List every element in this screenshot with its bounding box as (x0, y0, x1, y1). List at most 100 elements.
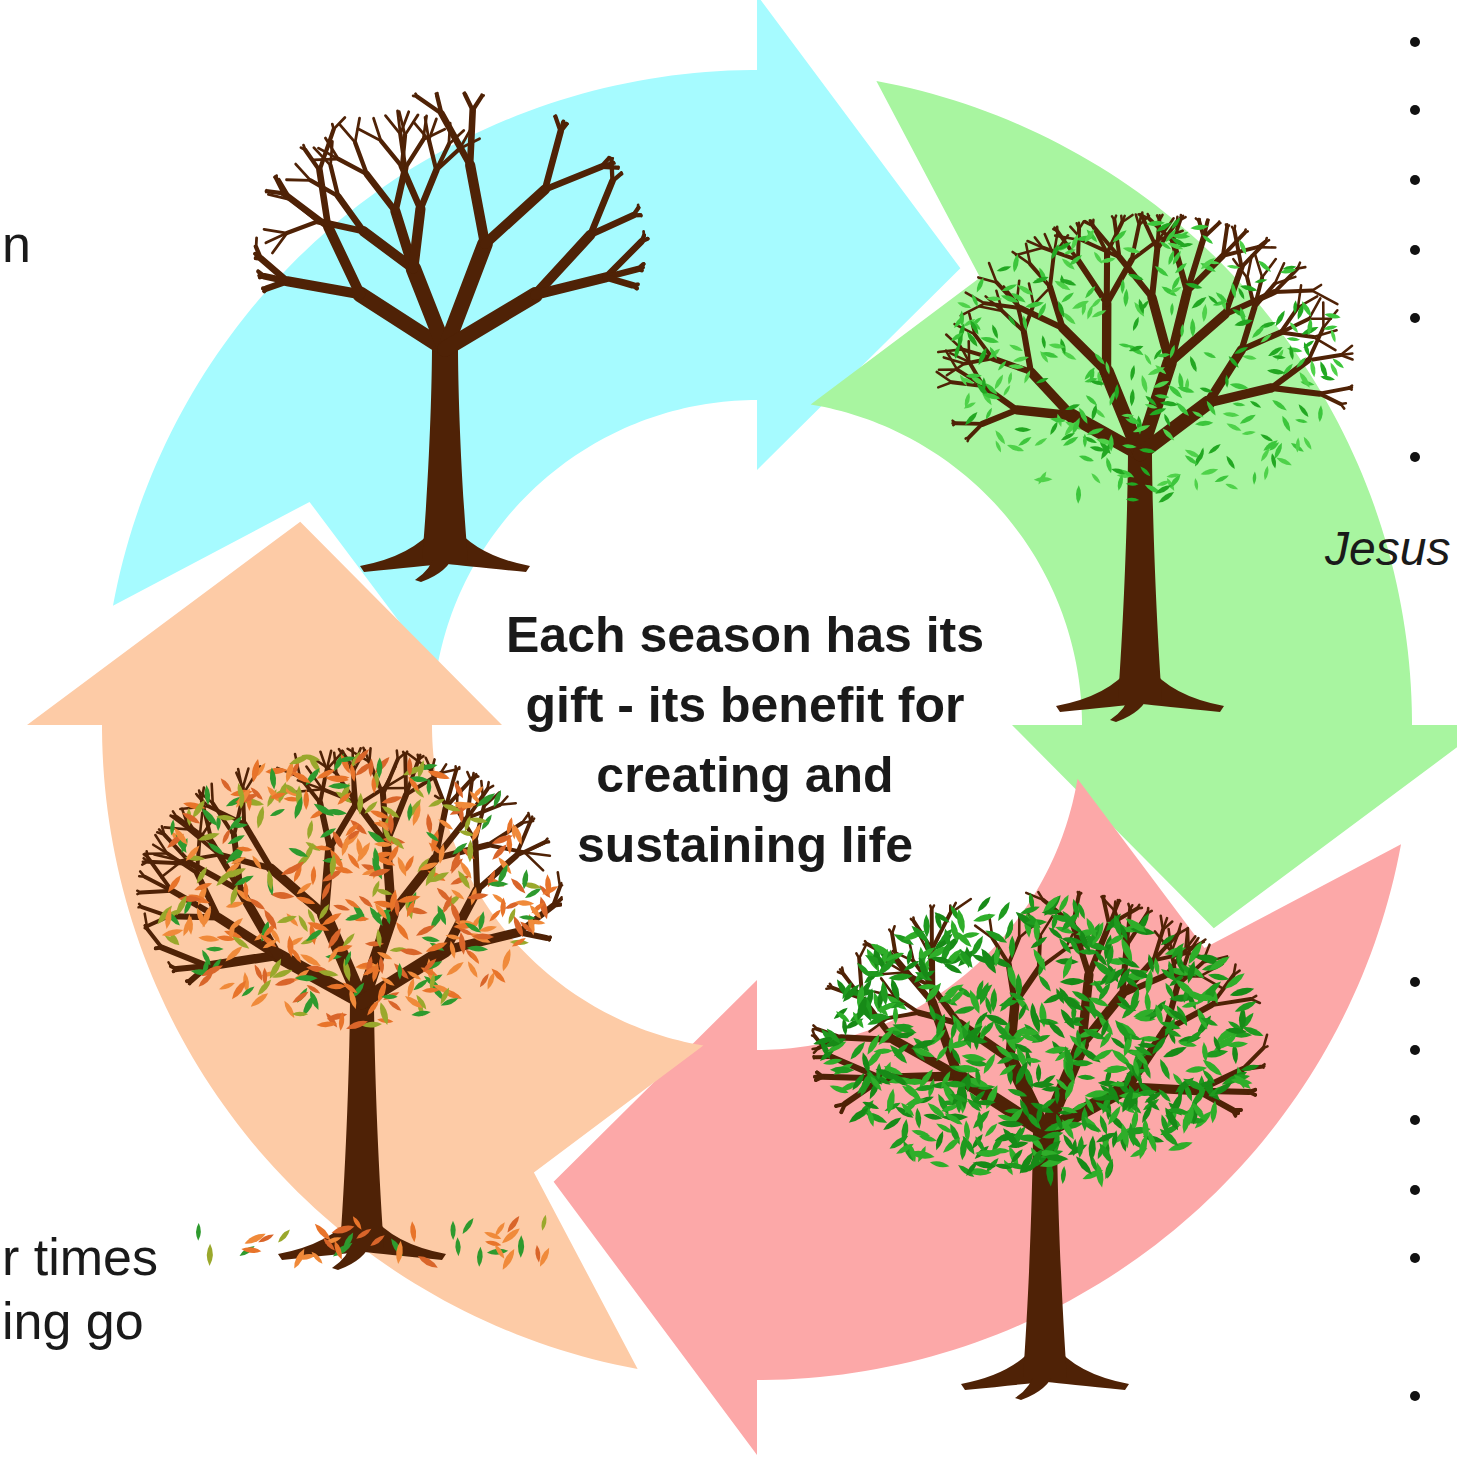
tree-leaf (1144, 403, 1158, 410)
tree-leaf (929, 1159, 950, 1168)
tree-branch (212, 784, 213, 803)
tree-branch (1198, 219, 1201, 221)
tree-leaf (1077, 1074, 1096, 1080)
tree-leaf (1156, 353, 1170, 359)
tree-branch (441, 113, 470, 165)
tree-leaf (998, 1062, 1018, 1078)
tree-leaf (448, 901, 463, 925)
tree-leaf (1274, 309, 1287, 327)
tree-leaf (893, 1005, 898, 1024)
tree-leaf (983, 1122, 999, 1139)
tree-branch (1247, 256, 1251, 278)
tree-leaf (469, 816, 488, 824)
tree-leaf (1295, 418, 1308, 424)
tree-branch (480, 95, 483, 97)
tree-leaf (1062, 435, 1080, 448)
tree-branch (640, 214, 641, 217)
tree-branch (560, 883, 561, 887)
tree-branch (606, 277, 633, 285)
tree-leaf (467, 892, 489, 901)
tree-leaf (825, 1027, 843, 1046)
tree-branch (621, 173, 623, 176)
tree-leaf (509, 876, 528, 895)
tree-branch (1018, 917, 1021, 938)
tree-branch (172, 970, 175, 973)
tree-leaf (1025, 300, 1045, 309)
tree-leaf (914, 1107, 922, 1129)
tree-leaf (1161, 427, 1176, 442)
tree-leaf (968, 319, 980, 335)
tree-branch (989, 263, 997, 282)
tree-leaf (1050, 417, 1066, 423)
tree-leaf (375, 980, 388, 1004)
tree-branch (137, 891, 141, 893)
tree-leaf (867, 1013, 892, 1021)
tree-branch (1249, 1092, 1255, 1095)
tree-leaf (1240, 1063, 1260, 1073)
tree-branch (859, 945, 866, 958)
tree-branch (1275, 277, 1296, 284)
tree-leaf (1297, 403, 1310, 418)
tree-branch (470, 110, 473, 165)
tree-branch (1038, 892, 1043, 900)
tree-branch (617, 166, 619, 170)
tree-leaf (306, 908, 317, 925)
tree-leaf (997, 360, 1008, 372)
tree-leaf (1170, 275, 1182, 291)
tree-leaf (1199, 1015, 1219, 1028)
tree-branch (813, 1025, 817, 1029)
tree-branch (966, 437, 970, 438)
tree-leaf (1169, 941, 1186, 960)
tree-leaf (1195, 420, 1214, 427)
tree-branch (612, 158, 613, 160)
tree-leaf (269, 807, 286, 818)
tree-branch (566, 123, 568, 126)
tree-leaf (371, 776, 377, 793)
tree-leaf (1300, 300, 1313, 318)
tree-leaf (1181, 1000, 1199, 1009)
tree-branch (640, 214, 641, 218)
tree-leaf (1318, 360, 1329, 379)
tree-leaf (965, 374, 981, 379)
tree-leaf (1095, 1130, 1118, 1145)
tree-leaf (181, 915, 194, 937)
tree-branch (1254, 1093, 1257, 1096)
tree-branch (815, 1071, 818, 1074)
tree-leaf (1185, 960, 1197, 984)
tree-leaf (1176, 1079, 1187, 1099)
tree-leaf (1166, 383, 1184, 400)
tree-branch (255, 238, 258, 247)
tree-leaf (1137, 298, 1146, 315)
tree-branch (1233, 226, 1236, 231)
tree-branch (814, 1056, 816, 1060)
tree-branch (275, 176, 278, 179)
tree-leaf (997, 1113, 1016, 1123)
tree-leaf (930, 955, 952, 965)
tree-leaf (993, 429, 1007, 446)
tree-branch (1263, 1046, 1267, 1048)
tree-leaf (1144, 969, 1155, 996)
tree-leaf (1009, 935, 1016, 958)
tree-branch (1082, 994, 1122, 1044)
tree-branch (1237, 1112, 1240, 1115)
tree-leaf (1124, 417, 1139, 426)
tree-leaf (1055, 1086, 1060, 1105)
tree-leaf (949, 919, 961, 943)
tree-leaf (1207, 442, 1222, 455)
tree-leaf (976, 1111, 984, 1133)
tree-leaf (1166, 960, 1175, 979)
tree-leaf (1041, 335, 1047, 349)
tree-leaf (963, 1120, 971, 1142)
tree-branch (1118, 901, 1120, 903)
tree-branch (340, 125, 355, 143)
tree-branch (296, 164, 311, 180)
tree-leaf (1168, 344, 1176, 359)
tree-branch (161, 861, 182, 877)
tree-leaf (437, 843, 446, 864)
tree-leaf (290, 769, 313, 786)
tree-leaf (1229, 382, 1249, 391)
tree-leaf (1272, 355, 1286, 360)
tree-branch (1056, 227, 1059, 231)
tree-branch (814, 1056, 816, 1057)
tree-leaf (1122, 443, 1137, 449)
